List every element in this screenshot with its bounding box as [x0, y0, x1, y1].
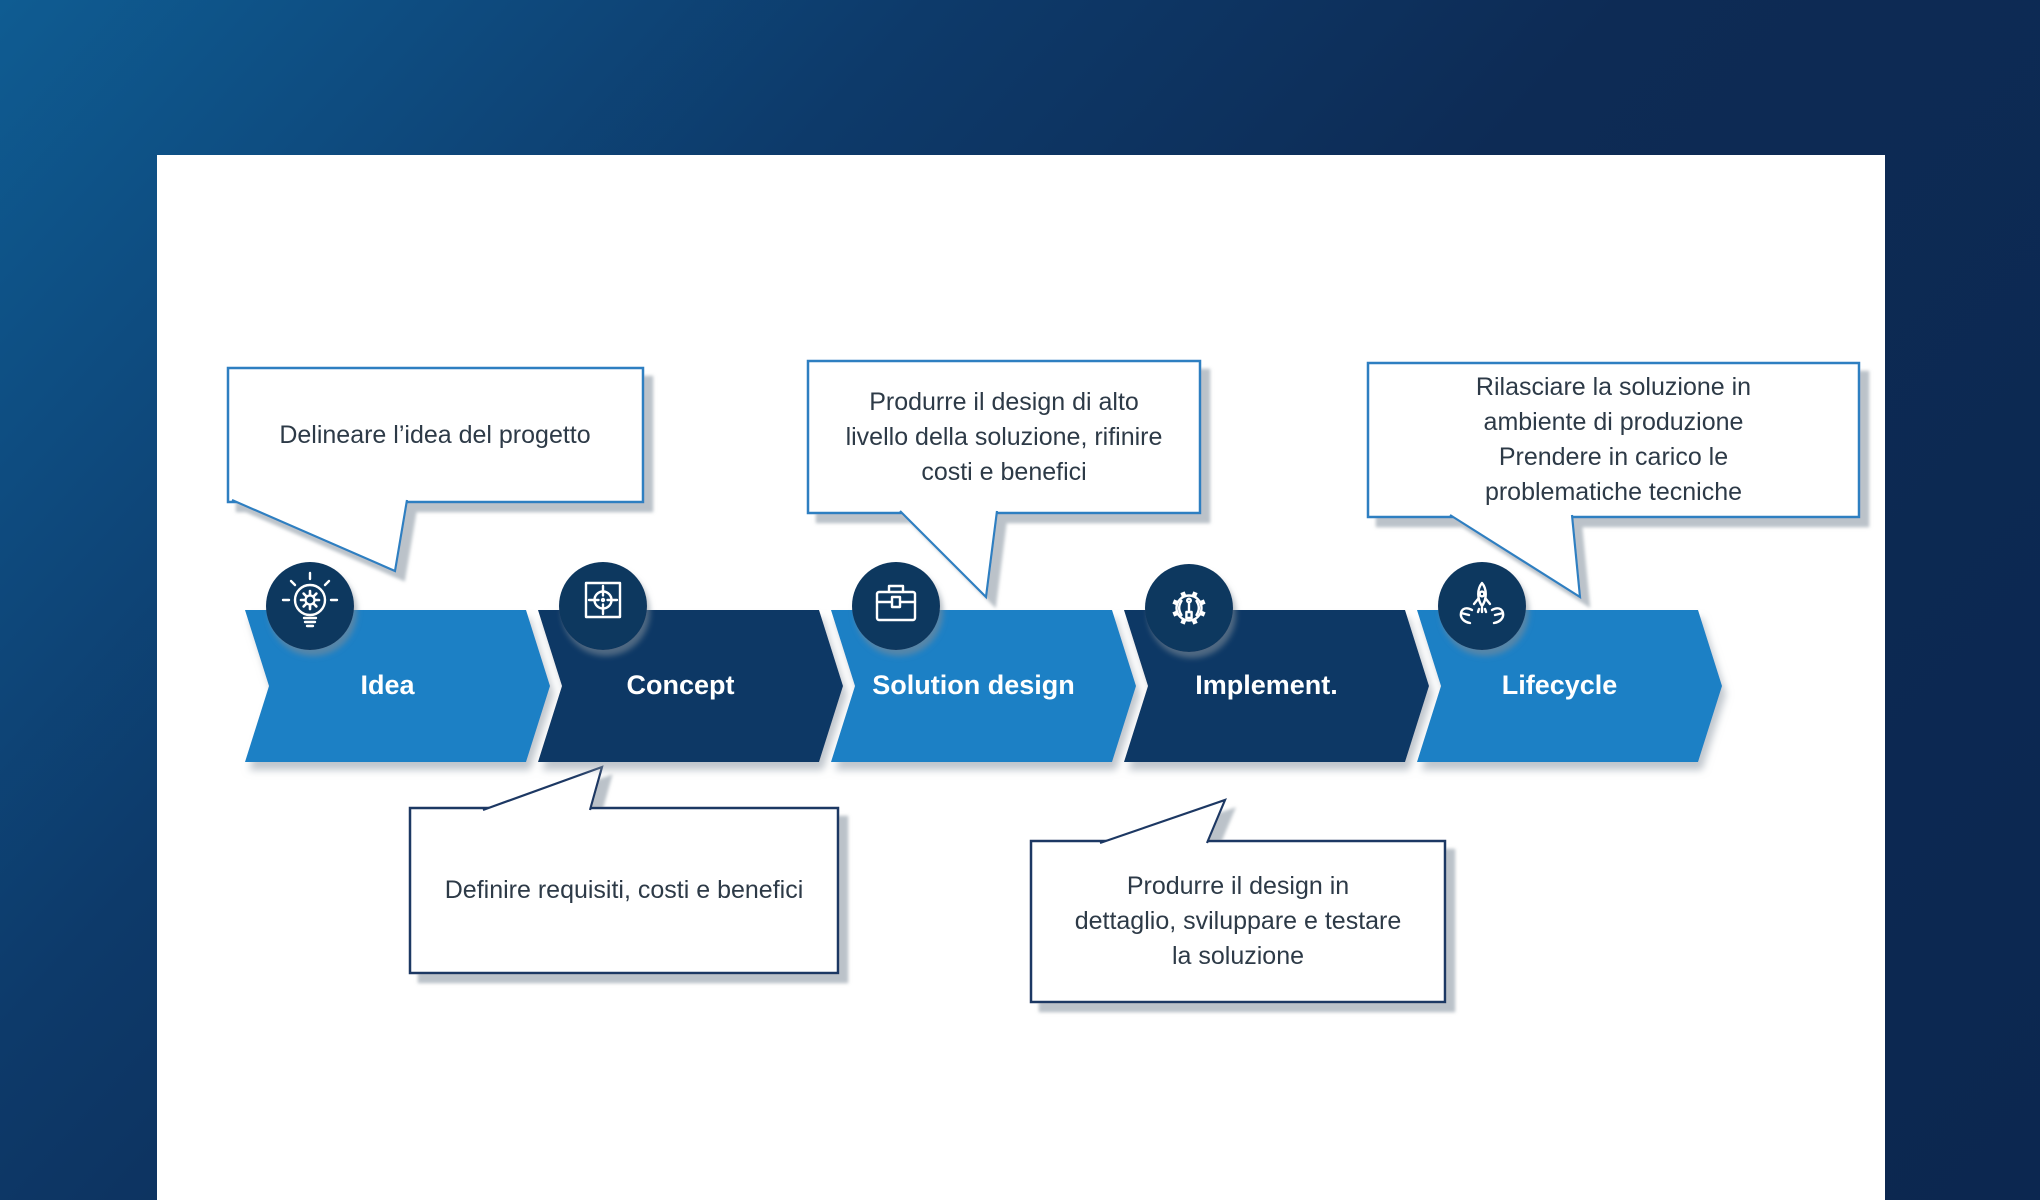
stage-label-lifecycle: Lifecycle	[1501, 670, 1618, 701]
callout-box-solution-design	[806, 359, 1202, 515]
callout-box-concept	[408, 806, 840, 975]
callout-box-idea	[226, 366, 645, 504]
process-arrows	[245, 610, 1722, 762]
callout-box-implement	[1029, 839, 1447, 1004]
callout-tail-concept	[482, 765, 604, 812]
stage-label-implement: Implement.	[1195, 670, 1338, 701]
callout-text-concept: Definire requisiti, costi e benefici	[444, 876, 804, 904]
callout-text-lifecycle: Rilasciare la soluzione in ambiente di p…	[1475, 373, 1752, 506]
toolbox-icon	[875, 584, 917, 622]
lightbulb-gear-icon	[281, 571, 339, 628]
hands-rocket-icon	[1459, 581, 1505, 625]
stage-label-solution-design: Solution design	[872, 670, 1075, 701]
callout-text-solution-design: Produrre il design di alto livello della…	[845, 387, 1163, 486]
callout-tail-idea	[231, 498, 409, 573]
stage-label-idea: Idea	[360, 670, 415, 701]
callout-box-lifecycle	[1366, 361, 1861, 519]
callout-tail-solution-design	[899, 510, 999, 600]
target-icon	[584, 581, 622, 619]
stage-label-concept: Concept	[626, 670, 735, 701]
gear-screwdriver-icon	[1172, 591, 1206, 625]
callout-tail-lifecycle	[1449, 514, 1582, 600]
callout-text-implement: Produrre il design in dettaglio, svilupp…	[1074, 872, 1402, 970]
callout-bubbles	[226, 359, 1861, 1004]
callout-tail-implement	[1099, 798, 1227, 845]
callout-text-idea: Delineare l’idea del progetto	[279, 420, 591, 449]
